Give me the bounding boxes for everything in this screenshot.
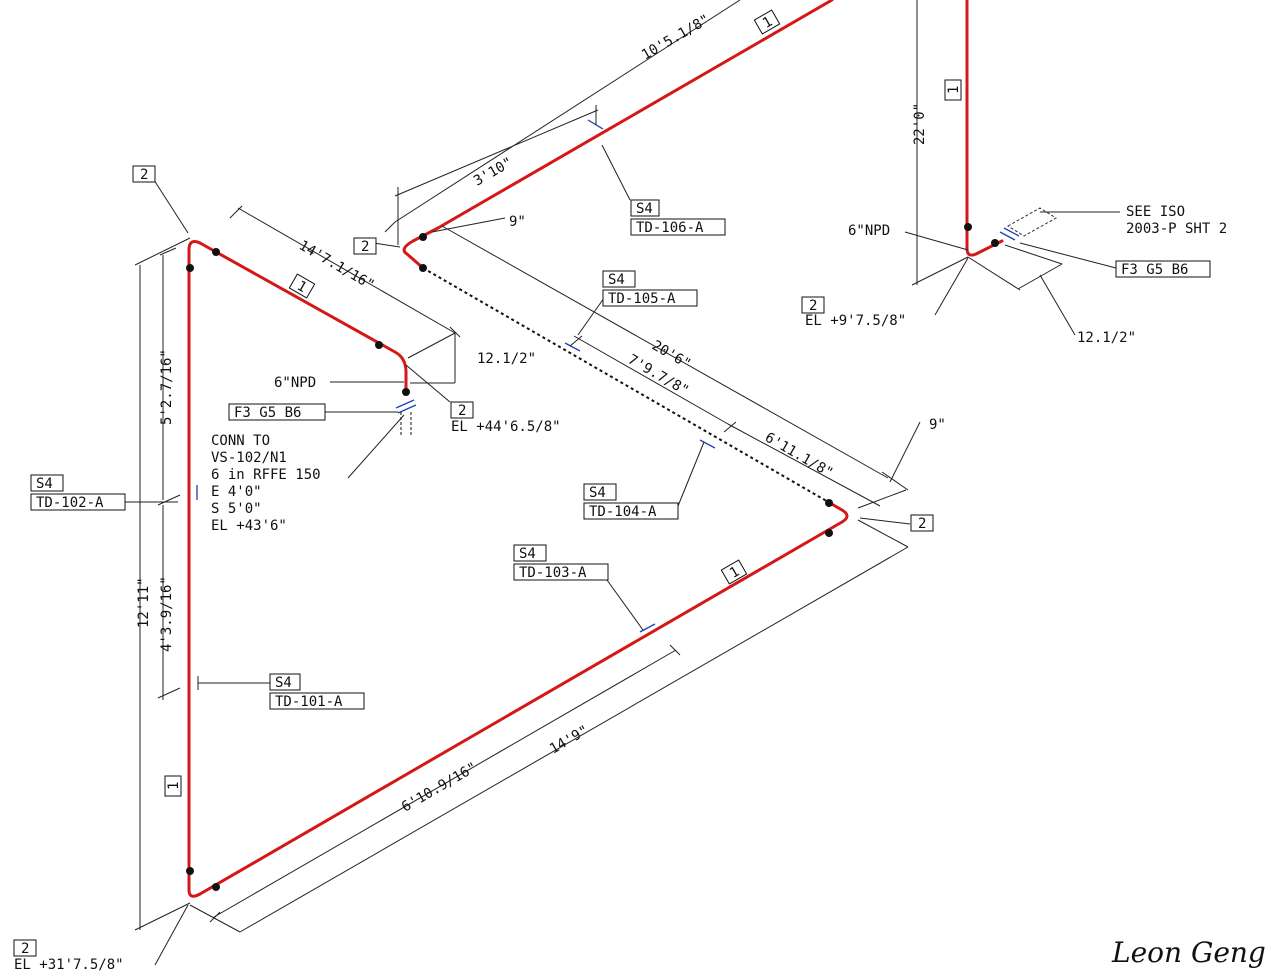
line-number-td-104: TD-104-A bbox=[589, 504, 657, 520]
notes: 6"NPD 6"NPD EL +44'6.5/8" EL +31'7.5/8" … bbox=[14, 204, 1227, 973]
connection-note-line: E 4'0" bbox=[211, 484, 262, 500]
flange-spec-right: F3 G5 B6 bbox=[1121, 262, 1188, 278]
weld-dot bbox=[186, 264, 194, 272]
see-iso-note-line: SEE ISO bbox=[1126, 204, 1185, 220]
spec-code: S4 bbox=[608, 272, 625, 288]
pipe-top-run bbox=[402, 0, 834, 270]
item-number-two: 2 bbox=[140, 167, 148, 183]
weld-dot bbox=[375, 341, 383, 349]
elevation-right: EL +9'7.5/8" bbox=[805, 313, 906, 329]
nozzle-stub bbox=[400, 412, 412, 437]
line-number-td-105: TD-105-A bbox=[608, 291, 676, 307]
weld-dot bbox=[402, 388, 410, 396]
dim-9-top: 9" bbox=[509, 214, 526, 230]
dim-12-1-2-left: 12.1/2" bbox=[477, 351, 536, 367]
npd-label-right: 6"NPD bbox=[848, 223, 890, 239]
weld-dot bbox=[419, 233, 427, 241]
pipe-elbow-top-left bbox=[187, 240, 202, 252]
line-number-td-103: TD-103-A bbox=[519, 565, 587, 581]
spec-code: S4 bbox=[589, 485, 606, 501]
dim-12-11: 12'11" bbox=[136, 577, 152, 628]
flange-spec-left: F3 G5 B6 bbox=[234, 405, 301, 421]
weld-dot bbox=[212, 883, 220, 891]
item-number-two: 2 bbox=[361, 239, 369, 255]
continuation-outline bbox=[1007, 207, 1057, 237]
pipe-dashed-segment bbox=[422, 267, 831, 504]
pipe-lower-diagonal bbox=[198, 501, 849, 896]
weld-dot bbox=[825, 529, 833, 537]
connection-note-line: EL +43'6" bbox=[211, 518, 287, 534]
item-number-two: 2 bbox=[21, 941, 29, 957]
spec-code: S4 bbox=[275, 675, 292, 691]
dim-14-9: 14'9" bbox=[547, 723, 592, 758]
line-number-td-101: TD-101-A bbox=[275, 694, 343, 710]
dimension-lines bbox=[134, 0, 1063, 933]
dim-3-10: 3'10" bbox=[471, 155, 516, 190]
pipe-runs bbox=[187, 0, 1004, 898]
weld-dot bbox=[186, 867, 194, 875]
spec-code: S4 bbox=[36, 476, 53, 492]
item-tags: 2 2 2 2 2 2 1 1 1 1 1 bbox=[13, 9, 962, 957]
elevation-bottom: EL +31'7.5/8" bbox=[14, 957, 124, 973]
spec-tags: S4 TD-106-A S4 TD-105-A S4 TD-102-A S4 T… bbox=[30, 199, 1211, 710]
weld-points bbox=[186, 223, 999, 891]
weld-dot bbox=[419, 264, 427, 272]
pipe-elbow-bottom-left bbox=[187, 888, 202, 898]
spec-code: S4 bbox=[636, 201, 653, 217]
pipe-upper-diagonal bbox=[198, 241, 408, 394]
connection-note-line: 6 in RFFE 150 bbox=[211, 467, 321, 483]
dim-22-0: 22'0" bbox=[912, 103, 928, 145]
dim-5-2-7-16: 5'2.7/16" bbox=[159, 349, 175, 425]
pipe-support-marks bbox=[196, 119, 1020, 633]
weld-dot bbox=[825, 499, 833, 507]
dim-6-11-1-8: 6'11.1/8" bbox=[762, 430, 836, 482]
item-number-two: 2 bbox=[809, 298, 817, 314]
connection-note-line: S 5'0" bbox=[211, 501, 262, 517]
see-iso-note-line: 2003-P SHT 2 bbox=[1126, 221, 1227, 237]
elevation-nozzle: EL +44'6.5/8" bbox=[451, 419, 561, 435]
item-number-two: 2 bbox=[458, 403, 466, 419]
item-number-two: 2 bbox=[918, 516, 926, 532]
dim-10-5-1-8: 10'5.1/8" bbox=[639, 12, 713, 64]
item-number-one: 1 bbox=[166, 782, 182, 790]
weld-dot bbox=[991, 239, 999, 247]
line-number-td-102: TD-102-A bbox=[36, 495, 104, 511]
dim-12-1-2-right: 12.1/2" bbox=[1077, 330, 1136, 346]
item-number-one: 1 bbox=[946, 86, 962, 94]
dim-9-right: 9" bbox=[929, 417, 946, 433]
weld-dot bbox=[964, 223, 972, 231]
weld-dot bbox=[212, 248, 220, 256]
leader-lines bbox=[125, 144, 1120, 966]
author-signature: Leon Geng bbox=[1111, 936, 1266, 969]
line-number-td-106: TD-106-A bbox=[636, 220, 704, 236]
pipe-right-riser bbox=[965, 0, 1004, 257]
dim-6-10-9-16: 6'10.9/16" bbox=[399, 759, 480, 815]
connection-note-line: VS-102/N1 bbox=[211, 450, 287, 466]
dim-4-3-9-16: 4'3.9/16" bbox=[159, 576, 175, 652]
connection-note-line: CONN TO bbox=[211, 433, 270, 449]
spec-code: S4 bbox=[519, 546, 536, 562]
npd-label-left: 6"NPD bbox=[274, 375, 316, 391]
